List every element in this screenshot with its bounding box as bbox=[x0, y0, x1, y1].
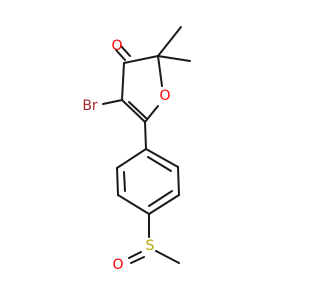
bond-s-o-2 bbox=[130, 256, 145, 264]
bond-c5-ar bbox=[144, 121, 147, 150]
bond-s-o-1 bbox=[128, 251, 142, 259]
bonds bbox=[102, 26, 191, 264]
bond-ar-inner-1 bbox=[147, 156, 172, 172]
bond-ar1-ar2 bbox=[145, 148, 179, 168]
sulfur-label: S bbox=[146, 238, 155, 254]
bond-c3-o-double-2 bbox=[120, 45, 131, 57]
bond-c2-me-b bbox=[157, 55, 191, 62]
bond-ar3-ar4 bbox=[148, 194, 180, 215]
bond-o1-c5 bbox=[144, 105, 159, 123]
bond-ar4-ar5 bbox=[117, 194, 150, 215]
molecule-drawing: O O Br S O bbox=[82, 26, 191, 273]
bond-c4-c5-inner bbox=[128, 101, 147, 119]
bond-c3-c2 bbox=[123, 55, 159, 64]
bond-c4-br bbox=[102, 99, 123, 105]
bond-ar5-ar6 bbox=[116, 167, 119, 196]
bond-c3-o-double-1 bbox=[115, 49, 126, 61]
bond-ar2-ar3 bbox=[177, 166, 180, 196]
bond-ar6-ar1 bbox=[116, 148, 147, 169]
ring-oxygen-label: O bbox=[159, 88, 170, 104]
bromine-label: Br bbox=[82, 98, 98, 114]
atom-labels: O O Br S O bbox=[82, 38, 170, 273]
bond-ar-inner-2 bbox=[148, 190, 173, 207]
sulfoxide-oxygen-label: O bbox=[112, 257, 123, 273]
bond-s-me bbox=[155, 250, 180, 264]
bond-c2-o1 bbox=[157, 55, 163, 87]
bond-c3-c4 bbox=[121, 62, 125, 101]
bond-ar-inner-3 bbox=[123, 171, 126, 192]
bond-c2-me-a bbox=[157, 26, 182, 57]
structure-canvas: O O Br S O bbox=[82, 26, 191, 273]
bond-c4-c5 bbox=[121, 99, 146, 123]
carbonyl-oxygen-label: O bbox=[111, 38, 122, 54]
